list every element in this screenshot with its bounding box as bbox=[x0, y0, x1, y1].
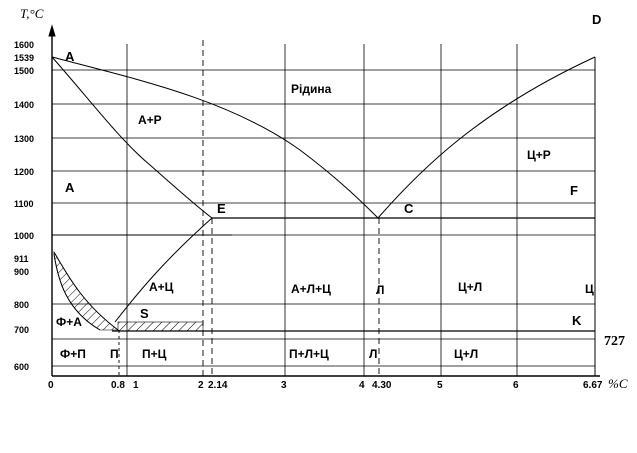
tick-y-1300: 1300 bbox=[14, 134, 34, 144]
point-label-c: C bbox=[404, 201, 414, 216]
ferrite-region-hatch bbox=[53, 250, 119, 331]
y-axis-title: T,°C bbox=[20, 6, 44, 21]
tick-y-900: 900 bbox=[14, 267, 29, 277]
tick-y-800: 800 bbox=[14, 300, 29, 310]
region-label-pearlite-cementite: П+Ц bbox=[142, 347, 167, 361]
tick-x-6.67: 6.67 bbox=[583, 380, 603, 391]
eutectoid-temp-label: 727 bbox=[604, 334, 625, 349]
point-labels: A D E C F S K A bbox=[65, 12, 601, 328]
tick-y-1000: 1000 bbox=[14, 231, 34, 241]
point-label-d: D bbox=[592, 12, 601, 27]
tick-y-911: 911 bbox=[14, 254, 29, 264]
tick-y-600: 600 bbox=[14, 362, 29, 372]
tick-y-1500: 1500 bbox=[14, 66, 34, 76]
tick-y-1600: 1600 bbox=[14, 40, 34, 50]
x-axis-ticks: 0 0.8 1 2 2.14 3 4 4.30 5 6 6.67 %C T,°C bbox=[20, 6, 628, 391]
tick-y-1200: 1200 bbox=[14, 167, 34, 177]
tick-x-4.30: 4.30 bbox=[372, 380, 392, 391]
phase-lines bbox=[51, 56, 596, 340]
y-axis-ticks: 1600 1539 1500 1400 1300 1200 1100 1000 … bbox=[14, 40, 34, 372]
region-label-austenite-ledeburite-cementite: А+Л+Ц bbox=[291, 282, 331, 296]
tick-x-1: 1 bbox=[133, 380, 139, 391]
vertical-gridlines bbox=[126, 44, 518, 376]
region-label-cementite-ledeburite: Ц+Л bbox=[458, 280, 482, 294]
region-label-austenite-cementite: А+Ц bbox=[149, 280, 174, 294]
region-label-pearlite: П bbox=[110, 347, 119, 361]
region-label-cementite-liquid: Ц+Р bbox=[527, 148, 551, 162]
y-axis-arrow bbox=[48, 24, 56, 37]
point-label-f: F bbox=[570, 183, 578, 198]
point-label-e: E bbox=[217, 201, 226, 216]
dashed-lines bbox=[118, 40, 380, 376]
solidus-ae-line bbox=[51, 56, 213, 219]
point-label-a-top: A bbox=[65, 49, 75, 64]
tick-y-700: 700 bbox=[14, 325, 29, 335]
point-label-k: K bbox=[572, 313, 582, 328]
tick-x-2.14: 2.14 bbox=[208, 380, 228, 391]
region-label-liquid: Рідина bbox=[291, 82, 332, 96]
tick-x-6: 6 bbox=[513, 380, 519, 391]
point-label-a-left: A bbox=[65, 180, 75, 195]
region-label-ferrite-austenite: Ф+А bbox=[56, 315, 82, 329]
region-labels: Рідина А+Р Ц+Р А+Ц А+Л+Ц Л Ц+Л Ц Ф+А Ф+П… bbox=[56, 82, 625, 361]
hatched-regions bbox=[53, 250, 204, 332]
region-label-cementite: Ц bbox=[585, 282, 594, 296]
tick-x-5: 5 bbox=[437, 380, 443, 391]
eutectoid-band-hatch bbox=[117, 321, 204, 332]
tick-y-1400: 1400 bbox=[14, 100, 34, 110]
tick-x-3: 3 bbox=[281, 380, 287, 391]
tick-y-1100: 1100 bbox=[14, 199, 34, 209]
region-label-ledeburite: Л bbox=[376, 283, 384, 297]
region-label-pearlite-ledeburite-cementite: П+Л+Ц bbox=[289, 347, 329, 361]
region-label-cementite-ledeburite-low: Ц+Л bbox=[454, 347, 478, 361]
tick-y-1539: 1539 bbox=[14, 53, 34, 63]
region-label-austenite-liquid: А+Р bbox=[138, 113, 162, 127]
x-axis-title: %C bbox=[608, 376, 628, 391]
tick-x-0.8: 0.8 bbox=[111, 380, 125, 391]
region-label-ferrite-pearlite: Ф+П bbox=[60, 347, 86, 361]
tick-x-2: 2 bbox=[198, 380, 204, 391]
point-label-s: S bbox=[140, 306, 149, 321]
liquidus-acd-line bbox=[51, 56, 596, 219]
region-label-ledeburite-low: Л bbox=[369, 347, 377, 361]
tick-x-4: 4 bbox=[359, 380, 365, 391]
plot-frame bbox=[48, 24, 600, 377]
acm-line bbox=[114, 217, 213, 323]
tick-x-0: 0 bbox=[48, 380, 54, 391]
